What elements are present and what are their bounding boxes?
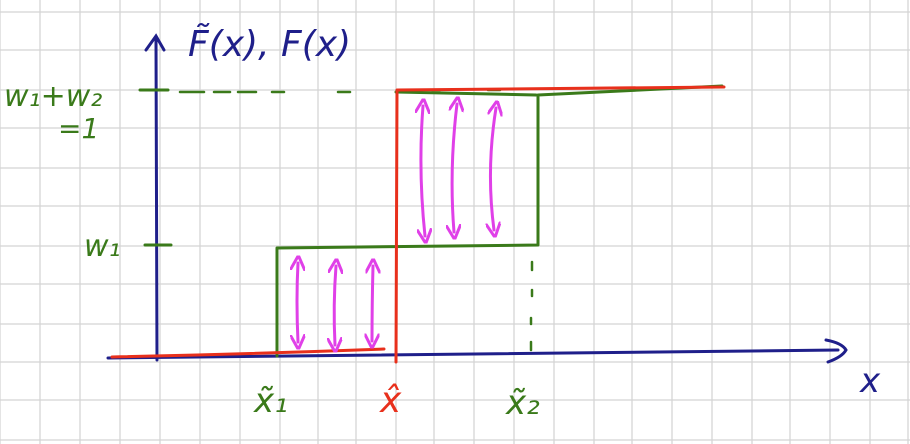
arrow-3: [372, 266, 373, 341]
x-axis: [106, 348, 840, 360]
y-axis-arrowhead: [144, 33, 166, 52]
y-label-top-line2: =1: [58, 112, 99, 145]
axes: [106, 33, 848, 364]
diagram-title: F̃(x), F(x): [188, 23, 351, 65]
step-function-hat: [110, 85, 726, 364]
arrow-4: [421, 106, 425, 236]
x-tick-label-x-hat: x̂: [379, 380, 402, 421]
x-axis-arrowhead: [824, 338, 848, 364]
y-label-mid: w₁: [84, 229, 121, 264]
arrow-2: [334, 266, 336, 345]
step-function-tilde: [275, 84, 724, 358]
arrow-6: [490, 108, 496, 230]
y-label-top-line1: w₁+w₂: [4, 79, 102, 114]
x-tick-label-x1-tilde: x̃₁: [253, 381, 288, 421]
x-tick-label-x2-tilde: x̃₂: [505, 383, 540, 423]
arrow-1: [297, 263, 298, 342]
difference-arrows: [297, 104, 496, 345]
x-axis-label: x: [859, 361, 881, 401]
y-ticks: [138, 88, 173, 247]
y-axis: [154, 38, 159, 362]
arrow-5: [452, 104, 457, 232]
